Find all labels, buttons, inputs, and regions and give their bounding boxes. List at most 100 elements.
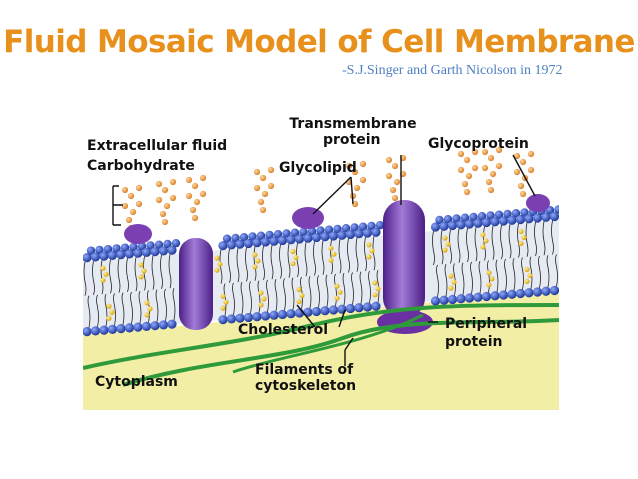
phospholipid-head — [515, 288, 526, 299]
lipid-tail — [555, 254, 558, 287]
cholesterol-unit — [480, 232, 486, 238]
cholesterol-unit — [442, 235, 448, 241]
glycoprotein-blob — [526, 194, 550, 212]
phospholipid-head — [243, 312, 254, 323]
phospholipid-head — [503, 209, 512, 219]
sugar-unit — [155, 180, 163, 188]
cholesterol-unit — [252, 252, 258, 258]
phospholipid-head — [324, 225, 334, 234]
sugar-unit — [253, 184, 261, 192]
lipid-tail — [478, 261, 482, 294]
lipid-tail — [325, 274, 329, 307]
cholesterol-unit — [372, 292, 378, 298]
slide-subtitle: -S.J.Singer and Garth Nicolson in 1972 — [342, 63, 563, 78]
sugar-unit — [185, 192, 193, 200]
sugar-unit — [257, 198, 265, 206]
lipid-tail — [270, 245, 274, 280]
phospholipid-head — [260, 311, 271, 321]
phospholipid-head — [141, 247, 152, 258]
phospholipid-head — [447, 294, 458, 305]
phospholipid-head — [545, 206, 555, 215]
phospholipid-head — [269, 236, 279, 246]
label-carbohydrate: Carbohydrate — [87, 158, 195, 174]
cholesterol-unit — [293, 254, 299, 261]
cholesterol-unit — [147, 306, 153, 312]
cholesterol-unit — [220, 293, 226, 299]
cholesterol-unit — [489, 276, 495, 282]
sugar-unit — [135, 200, 143, 208]
phospholipid-head — [311, 306, 322, 317]
sugar-unit — [129, 208, 137, 216]
phospholipid-head — [507, 289, 517, 299]
phospholipid-head — [490, 217, 500, 227]
phospholipid-head — [218, 315, 228, 325]
phospholipid-head — [294, 234, 305, 244]
lipid-tail — [376, 270, 380, 303]
lipid-tail — [529, 256, 533, 289]
cholesterol-unit — [445, 241, 451, 247]
phospholipid-head — [112, 244, 121, 253]
lipid-tail — [121, 292, 125, 325]
sugar-unit — [345, 162, 353, 170]
cholesterol-unit — [144, 300, 150, 306]
cholesterol-unit — [223, 299, 229, 305]
lipid-tail — [296, 242, 299, 278]
phospholipid-head — [311, 232, 322, 243]
cholesterol-unit — [524, 278, 530, 285]
lipid-tail — [87, 295, 91, 328]
label-transmembrane-line2: protein — [323, 132, 381, 148]
lipid-tail — [491, 225, 495, 260]
sugar-unit — [127, 192, 135, 200]
lipid-tail — [138, 290, 142, 324]
sugar-unit — [485, 178, 493, 186]
cholesterol-unit — [486, 282, 492, 288]
sugar-unit — [393, 178, 401, 186]
sugar-unit — [191, 214, 199, 222]
phospholipid-head — [154, 240, 164, 249]
cholesterol-unit — [299, 292, 305, 299]
phospholipid-head — [447, 220, 458, 231]
sugar-unit — [259, 174, 267, 182]
sugar-unit — [169, 178, 177, 186]
phospholipid-head — [464, 293, 475, 303]
lipid-tail — [500, 224, 503, 260]
cholesterol-unit — [214, 267, 220, 273]
phospholipid-head — [95, 245, 104, 255]
label-peripheral-line1: Peripheral — [445, 316, 528, 332]
sugar-unit — [159, 210, 167, 218]
phospholipid-head — [320, 232, 330, 242]
phospholipid-head — [158, 320, 169, 330]
phospholipid-head — [481, 291, 492, 302]
phospholipid-head — [532, 287, 543, 297]
phospholipid-head — [158, 246, 169, 256]
lipid-tail — [83, 261, 87, 296]
phospholipid-head — [362, 302, 373, 312]
phospholipid-head — [524, 214, 534, 224]
phospholipid-head — [273, 229, 283, 239]
cholesterol-unit — [372, 280, 378, 286]
label-filaments-line1: Filaments of — [255, 362, 354, 378]
sugar-unit — [155, 196, 163, 204]
glycolipid-molecule — [292, 207, 324, 229]
cholesterol-unit — [258, 302, 264, 308]
lipid-tail — [495, 259, 499, 292]
cholesterol-unit — [106, 303, 112, 309]
phospholipid-head — [490, 291, 500, 301]
phospholipid-head — [456, 220, 466, 230]
lipid-tail — [236, 248, 240, 283]
lipid-tail — [321, 240, 325, 275]
phospholipid-head — [282, 229, 291, 238]
sugar-unit — [161, 218, 169, 226]
sugar-unit — [385, 156, 393, 164]
cholesterol-unit — [451, 279, 457, 285]
phospholipid-head — [277, 309, 288, 320]
lipid-tail — [440, 230, 444, 265]
sugar-unit — [519, 158, 527, 166]
lipid-tail — [92, 260, 95, 296]
phospholipid-head — [337, 230, 347, 240]
slide-title: Fluid Mosaic Model of Cell Membrane — [3, 24, 635, 60]
lipid-tail — [351, 272, 354, 305]
sugar-unit — [267, 182, 275, 190]
sugar-unit — [389, 186, 397, 194]
lipid-tail — [432, 230, 435, 266]
